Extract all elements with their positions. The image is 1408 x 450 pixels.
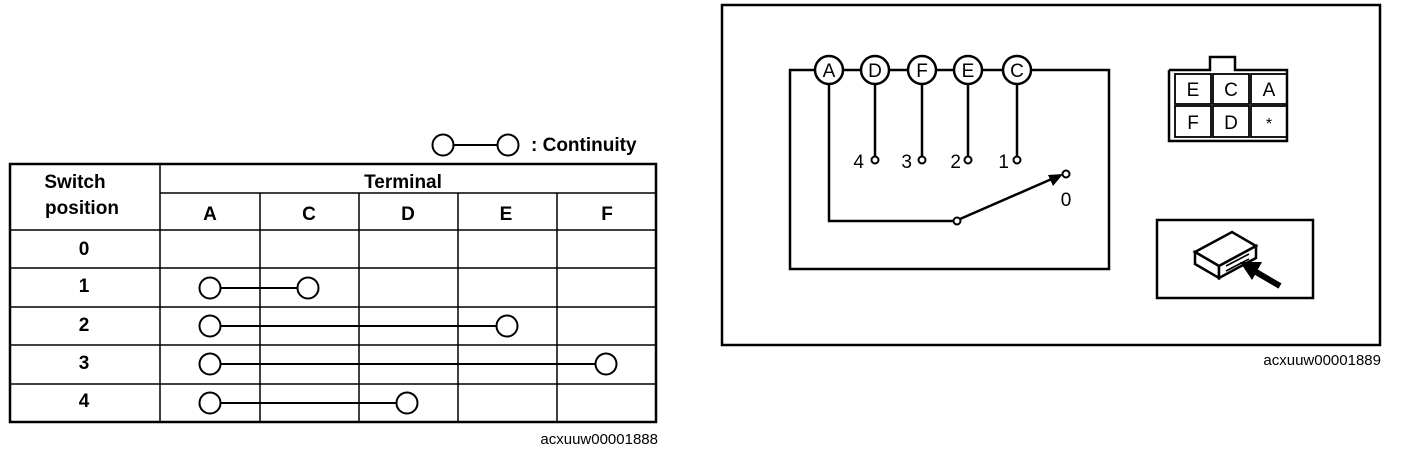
connector-view-icon xyxy=(1155,218,1315,300)
terminal-e-circle xyxy=(952,54,984,86)
continuity-marks xyxy=(198,276,618,415)
terminal-header-f: F xyxy=(601,204,613,225)
continuity-node-pos-2-a xyxy=(198,314,222,338)
wire-a-common xyxy=(827,84,957,223)
contact-label-4: 4 xyxy=(853,152,864,173)
position-label-0: 0 xyxy=(79,239,90,260)
position-label-4: 4 xyxy=(79,391,90,412)
contact-label-0: 0 xyxy=(1061,190,1072,211)
connector-cavity-c xyxy=(1212,73,1250,105)
continuity-node-pos-3-a xyxy=(198,352,222,376)
legend-label: : Continuity xyxy=(531,135,637,156)
position-label-3: 3 xyxy=(79,353,90,374)
connector-cavity-f xyxy=(1174,105,1212,138)
header-switch-line2: position xyxy=(45,198,119,219)
contact-label-3: 3 xyxy=(901,152,912,173)
continuity-node-pos-1-a xyxy=(198,276,222,300)
switch-body-outline xyxy=(788,68,1111,271)
position-label-1: 1 xyxy=(79,276,90,297)
terminal-header-d: D xyxy=(401,204,415,225)
terminal-f-label: F xyxy=(916,61,928,82)
legend-circle-right xyxy=(496,133,520,157)
switch-blade xyxy=(959,176,1055,221)
terminal-header-a: A xyxy=(203,204,217,225)
connector-pin-line-2 xyxy=(1225,258,1250,272)
terminal-header-c: C xyxy=(302,204,316,225)
connector-view-frame xyxy=(1155,218,1315,300)
header-switch-line1: Switch xyxy=(44,172,105,193)
connector-pin-line-1 xyxy=(1225,253,1250,267)
position-label-2: 2 xyxy=(79,315,90,336)
schematic-frame xyxy=(720,3,1382,347)
terminal-f-circle xyxy=(906,54,938,86)
connector-label-f: F xyxy=(1187,113,1199,134)
terminal-c: C xyxy=(1001,54,1033,86)
terminal-c-circle xyxy=(1001,54,1033,86)
terminal-e-label: E xyxy=(962,61,975,82)
connector-label-a: A xyxy=(1263,80,1276,101)
connector-face: E C A F D * xyxy=(1167,55,1289,143)
continuity-node-pos-2-e xyxy=(495,314,519,338)
contact-label-2: 2 xyxy=(950,152,961,173)
header-terminal: Terminal xyxy=(364,172,442,193)
contact-label-1: 1 xyxy=(998,152,1009,173)
switch-blade-arrow xyxy=(1048,174,1063,186)
connector-label-blank: * xyxy=(1266,116,1272,133)
connector-cavity-blank xyxy=(1250,105,1288,138)
figure-code-right: acxuuw00001889 xyxy=(1263,352,1381,369)
terminal-d-circle xyxy=(859,54,891,86)
table-grid xyxy=(8,162,658,424)
view-arrow-shaft xyxy=(1254,269,1282,289)
contact-1 xyxy=(1012,155,1022,165)
continuity-node-pos-3-f xyxy=(594,352,618,376)
legend-circle-left xyxy=(431,133,455,157)
figure-code-left: acxuuw00001888 xyxy=(540,431,658,448)
continuity-node-pos-4-a xyxy=(198,391,222,415)
terminal-e: E xyxy=(952,54,984,86)
terminal-d-label: D xyxy=(868,61,882,82)
contact-2 xyxy=(963,155,973,165)
contact-0 xyxy=(1061,169,1071,179)
terminal-header-e: E xyxy=(500,204,513,225)
connector-cavity-d xyxy=(1212,105,1250,138)
continuity-node-pos-4-d xyxy=(395,391,419,415)
terminal-a: A xyxy=(813,54,845,86)
table-border xyxy=(8,162,658,424)
connector-label-d: D xyxy=(1224,113,1238,134)
contact-4 xyxy=(870,155,880,165)
terminal-d: D xyxy=(859,54,891,86)
terminal-a-label: A xyxy=(823,61,836,82)
connector-outline xyxy=(1167,55,1289,143)
connector-label-e: E xyxy=(1187,80,1200,101)
view-arrow-head xyxy=(1240,262,1262,280)
contact-3 xyxy=(917,155,927,165)
connector-cavity-e xyxy=(1174,73,1212,105)
connector-cavity-a xyxy=(1250,73,1288,105)
continuity-legend: : Continuity xyxy=(431,133,637,157)
terminal-f: F xyxy=(906,54,938,86)
connector-label-c: C xyxy=(1224,80,1238,101)
continuity-table-figure: : Continuity Switch position Terminal A … xyxy=(8,133,658,448)
switch-schematic-figure: 4 3 2 1 0 A D F E C xyxy=(720,3,1382,369)
terminal-a-circle xyxy=(813,54,845,86)
switch-pivot xyxy=(952,216,962,226)
terminal-c-label: C xyxy=(1010,61,1024,82)
continuity-node-pos-1-c xyxy=(296,276,320,300)
